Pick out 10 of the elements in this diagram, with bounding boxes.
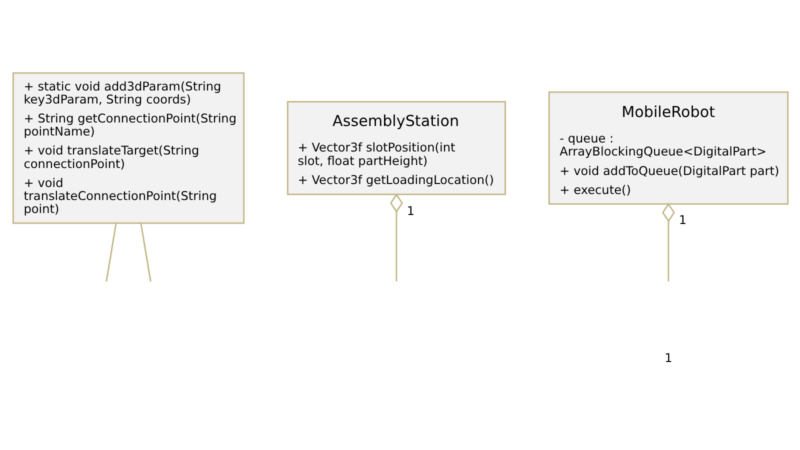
edge-label: 1 [406,204,414,218]
node-box: MobileRobot - queue : ArrayBlockingQueue<DigitalPart> + void addToQueue(DigitalPart part) + execute() [548,91,788,205]
label: 1 [664,350,672,365]
node-box: + static void add3dParam(String key3dParam, String coords) + String getConnectionPoint(String pointName) + void translateTarget(String connectionPoint) + void translateConnectionPoint(String point) [12,72,244,224]
connector [105,223,116,282]
connector [667,221,669,282]
edge-label: 1 [678,213,686,228]
connector [140,223,151,282]
node-box: AssemblyStation + Vector3f slotPosition(int slot, float partHeight) + Vector3f getLoadingLocation() [286,100,506,196]
connector [395,212,397,282]
